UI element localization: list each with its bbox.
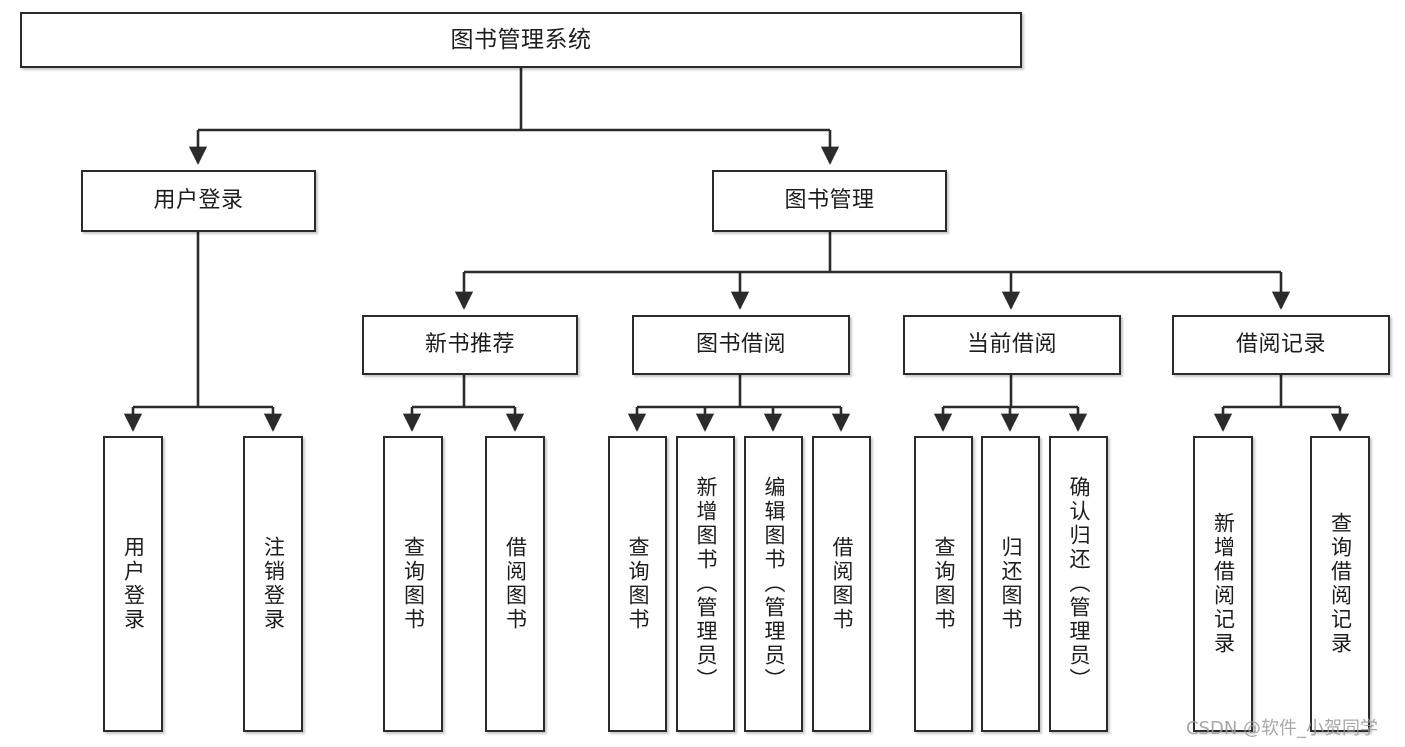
node-user-login[interactable]: 用户登录	[81, 170, 316, 232]
node-new-book-recommend-label: 新书推荐	[424, 332, 515, 358]
node-borrow-record-label: 借阅记录	[1235, 332, 1326, 358]
node-leaf-user-login[interactable]: 用户登录	[103, 436, 163, 732]
node-leaf-query-book-3-label: 查询图书	[932, 536, 956, 632]
node-book-management[interactable]: 图书管理	[712, 170, 947, 232]
watermark-text: CSDN @软件_小贺同学	[1186, 718, 1379, 739]
node-leaf-edit-book[interactable]: 编辑图书（管理员）	[744, 436, 803, 732]
node-leaf-logout-login-label: 注销登录	[261, 536, 286, 632]
node-leaf-add-book[interactable]: 新增图书（管理员）	[676, 436, 735, 732]
node-leaf-confirm-return-label: 确认归还（管理员）	[1067, 476, 1091, 692]
node-leaf-query-book-2-label: 查询图书	[626, 536, 650, 632]
node-leaf-logout-login[interactable]: 注销登录	[243, 436, 303, 732]
node-leaf-borrow-book-2[interactable]: 借阅图书	[812, 436, 871, 732]
node-leaf-borrow-book-2-label: 借阅图书	[830, 536, 854, 632]
node-root-label: 图书管理系统	[450, 26, 592, 53]
node-leaf-borrow-book-1-label: 借阅图书	[503, 536, 528, 632]
node-root[interactable]: 图书管理系统	[20, 12, 1022, 68]
node-book-management-label: 图书管理	[784, 188, 875, 214]
node-user-login-label: 用户登录	[153, 188, 244, 214]
node-leaf-edit-book-label: 编辑图书（管理员）	[762, 476, 786, 692]
node-leaf-add-book-label: 新增图书（管理员）	[694, 476, 718, 692]
node-leaf-query-record-label: 查询借阅记录	[1328, 512, 1353, 656]
node-leaf-query-record[interactable]: 查询借阅记录	[1310, 436, 1370, 732]
node-borrow-record[interactable]: 借阅记录	[1172, 315, 1390, 375]
node-leaf-add-record[interactable]: 新增借阅记录	[1193, 436, 1253, 732]
node-leaf-return-book-label: 归还图书	[999, 536, 1023, 632]
node-new-book-recommend[interactable]: 新书推荐	[362, 315, 578, 375]
node-book-borrow[interactable]: 图书借阅	[632, 315, 850, 375]
node-leaf-confirm-return[interactable]: 确认归还（管理员）	[1049, 436, 1108, 732]
node-leaf-query-book-2[interactable]: 查询图书	[608, 436, 667, 732]
node-leaf-add-record-label: 新增借阅记录	[1211, 512, 1236, 656]
node-leaf-query-book-1[interactable]: 查询图书	[383, 436, 443, 732]
node-leaf-borrow-book-1[interactable]: 借阅图书	[485, 436, 545, 732]
node-leaf-query-book-3[interactable]: 查询图书	[914, 436, 973, 732]
node-current-borrow[interactable]: 当前借阅	[903, 315, 1121, 375]
node-leaf-return-book[interactable]: 归还图书	[981, 436, 1040, 732]
node-leaf-query-book-1-label: 查询图书	[401, 536, 426, 632]
node-book-borrow-label: 图书借阅	[695, 332, 786, 358]
node-leaf-user-login-label: 用户登录	[121, 536, 146, 632]
node-current-borrow-label: 当前借阅	[966, 332, 1057, 358]
